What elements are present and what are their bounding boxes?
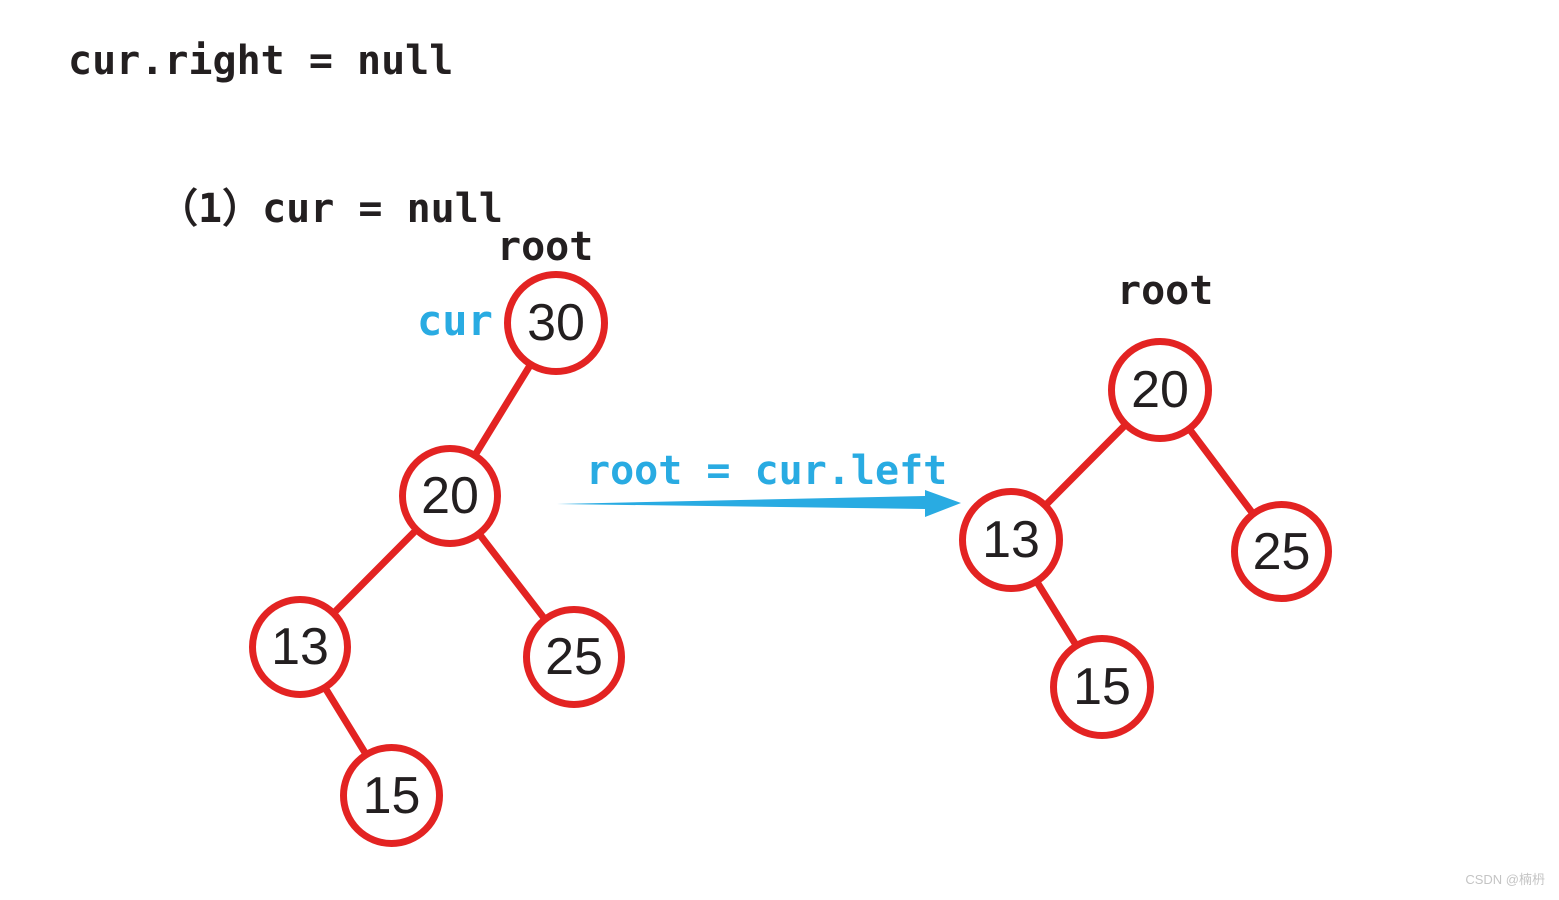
left-tree-node-20: 20: [399, 445, 501, 547]
step-code-line: （1）cur = null: [158, 186, 503, 232]
title-code-line: cur.right = null: [68, 38, 454, 84]
node-value: 20: [1131, 361, 1189, 419]
node-value: 25: [1252, 522, 1311, 581]
node-value: 25: [545, 628, 603, 686]
left-tree-node-13: 13: [249, 596, 351, 698]
transform-arrow-label: root = cur.left: [586, 448, 948, 494]
right-tree-node-20: 20: [1108, 338, 1212, 442]
node-value: 15: [362, 766, 421, 825]
right-tree-node-15: 15: [1050, 635, 1154, 739]
node-value: 13: [982, 511, 1040, 569]
csdn-watermark: CSDN @楠枬: [1465, 872, 1545, 887]
left-tree-root-label: root: [497, 224, 594, 270]
left-tree-cur-label: cur: [417, 296, 493, 345]
left-tree-node-15: 15: [340, 744, 443, 847]
left-tree-node-30: 30: [504, 271, 608, 375]
node-value: 30: [527, 294, 585, 352]
node-value: 20: [421, 467, 479, 525]
node-value: 13: [271, 618, 329, 676]
transform-arrow-icon: [557, 490, 961, 517]
right-tree-node-25: 25: [1231, 501, 1332, 602]
left-tree-node-25: 25: [523, 606, 625, 708]
node-value: 15: [1073, 658, 1131, 716]
right-tree-root-label: root: [1117, 268, 1214, 314]
right-tree-node-13: 13: [959, 488, 1063, 592]
